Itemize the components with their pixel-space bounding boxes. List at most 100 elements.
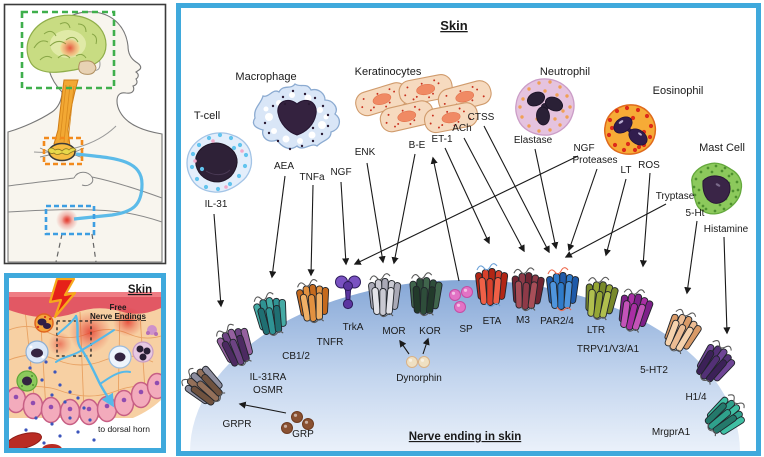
- receptor-label-cb1-2: CB1/2: [282, 351, 310, 362]
- receptor-eta: [475, 263, 509, 308]
- receptor-label-eta: ETA: [483, 316, 502, 327]
- arrow-ros-to-trpv1: [639, 172, 651, 268]
- arrow-5-ht-to-5-ht2: [684, 220, 698, 295]
- mediator-label-enk: ENK: [355, 147, 376, 158]
- inset-immune-cells: [16, 313, 158, 392]
- mediator-label-5-ht: 5-Ht: [686, 208, 705, 219]
- arm-highlight-box: [44, 204, 96, 236]
- arrow-ngf-to-trka-long: [353, 155, 579, 265]
- receptor-cb1-2: [253, 292, 287, 336]
- mediator-label-tryptase: Tryptase: [656, 191, 695, 202]
- arrow-tnfa-to-tnfr: [307, 184, 315, 277]
- receptor-label-h1-4: H1/4: [685, 392, 707, 403]
- ligand-label-dynorphin: Dynorphin: [396, 373, 442, 384]
- body-panel: [3, 3, 167, 265]
- blood-vessel-2: [42, 444, 62, 448]
- receptor-par2-4: [546, 267, 580, 312]
- arrow-grp-to-grpr: [238, 401, 287, 414]
- arm-lines: [7, 171, 163, 223]
- lightning-bolt-icon: [48, 278, 77, 319]
- mediator-label-il-31: IL-31: [205, 199, 228, 210]
- to-dorsal-horn-label: to dorsal horn: [98, 424, 150, 434]
- ligand-grp: [281, 411, 314, 434]
- free-nerve-endings-label-1: Free: [110, 303, 127, 312]
- free-nerve-endings-label-2: Nerve Endings: [90, 312, 147, 321]
- receptor-trka: [335, 275, 361, 310]
- mediator-label-tnfa: TNFa: [300, 172, 325, 183]
- receptor-label-mor: MOR: [382, 326, 405, 337]
- cell-t-cell: [186, 132, 253, 193]
- mediator-label-proteases: Proteases: [572, 155, 617, 166]
- receptor-ltr: [585, 276, 619, 321]
- leg-dashed-lines: [55, 233, 97, 263]
- cell-mast-cell: [691, 162, 743, 215]
- arrow-ctss-to-par2-4: [483, 125, 550, 254]
- free-nerve-ending-box: [56, 320, 92, 357]
- spinal-fibers: [59, 84, 75, 143]
- mediator-label-aea: AEA: [274, 161, 294, 172]
- receptor-tnfr: [296, 279, 330, 324]
- receptor-label-ltr: LTR: [587, 325, 605, 336]
- nerve-branches: [55, 314, 131, 408]
- arrows-layer: [213, 125, 731, 414]
- nerve-ending-membrane: [190, 280, 740, 451]
- receptor-sp: [449, 286, 473, 313]
- receptor-grpr: [181, 365, 226, 406]
- cerebellum: [78, 60, 97, 75]
- mediator-label-ngf-macrophage: NGF: [330, 167, 351, 178]
- blood-vessel: [9, 432, 42, 448]
- receptor-kor: [409, 272, 443, 317]
- arrow-ngf-to-trka: [340, 181, 350, 266]
- receptor-h1-4: [696, 339, 736, 385]
- ligand-label-grp: GRP: [292, 429, 314, 440]
- chest-line: [33, 125, 117, 153]
- inset-title: Skin: [128, 284, 152, 296]
- cell-label-mast-cell: Mast Cell: [699, 142, 745, 154]
- cell-macrophage: [252, 83, 341, 151]
- cells-layer: [186, 74, 743, 215]
- arrow-ach-to-m3: [463, 137, 525, 253]
- mediator-label-et-1: ET-1: [431, 134, 453, 145]
- basal-cell-row: [9, 372, 161, 426]
- receptor-m3: [511, 267, 545, 312]
- mediator-label-elastase: Elastase: [514, 135, 553, 146]
- cell-label-t-cell: T-cell: [194, 110, 220, 122]
- receptor-label-5-ht2: 5-HT2: [640, 365, 668, 376]
- nerve-ending-label: Nerve ending in skin: [409, 431, 521, 443]
- receptor-label-mrgpra1: MrgprA1: [652, 427, 691, 438]
- cell-label-neutrophil: Neutrophil: [540, 66, 590, 78]
- receptors-layer: [181, 263, 745, 437]
- skin-inset-panel: Skin Free Nerve Endings to dorsal horn: [4, 273, 166, 453]
- receptor-mor: [368, 273, 402, 318]
- cell-neutrophil: [515, 78, 575, 136]
- spinal-highlight-box: [42, 136, 84, 166]
- arrow-histamine-to-h1-4: [723, 236, 731, 335]
- mediator-label-b-e: B-E: [409, 140, 426, 151]
- brain-highlight-box: [20, 10, 116, 90]
- mediator-label-ach: ACh: [452, 123, 471, 134]
- arrow-b-e-to-mor: [391, 153, 416, 265]
- arrow-elastase-to-par2-4: [534, 148, 559, 250]
- afferent-nerve-path: [73, 152, 144, 221]
- receptor-label-par2-4: PAR2/4: [540, 316, 574, 327]
- arrow-lt-to-ltr: [603, 178, 627, 257]
- receptor-il-31ra-osmr: [216, 323, 253, 367]
- receptor-5-ht2: [664, 308, 702, 355]
- cell-eosinophil: [604, 104, 657, 155]
- receptor-label-trka: TrkA: [343, 322, 364, 333]
- mediator-label-ros: ROS: [638, 160, 660, 171]
- arrow-il-31-to-il-31ra: [213, 213, 225, 308]
- receptor-label-m3: M3: [516, 315, 530, 326]
- arrow-aea-to-cb1-2: [269, 175, 286, 279]
- mediator-label-ngf-eosinophil: NGF: [573, 143, 594, 154]
- main-title: Skin: [440, 18, 468, 33]
- arrow-dynorphin-to-kor: [422, 337, 430, 355]
- cell-keratinocytes: [355, 74, 492, 134]
- arrow-tryptase-to-par2-4: [564, 203, 667, 258]
- arrow-enk-to-mor: [366, 162, 386, 264]
